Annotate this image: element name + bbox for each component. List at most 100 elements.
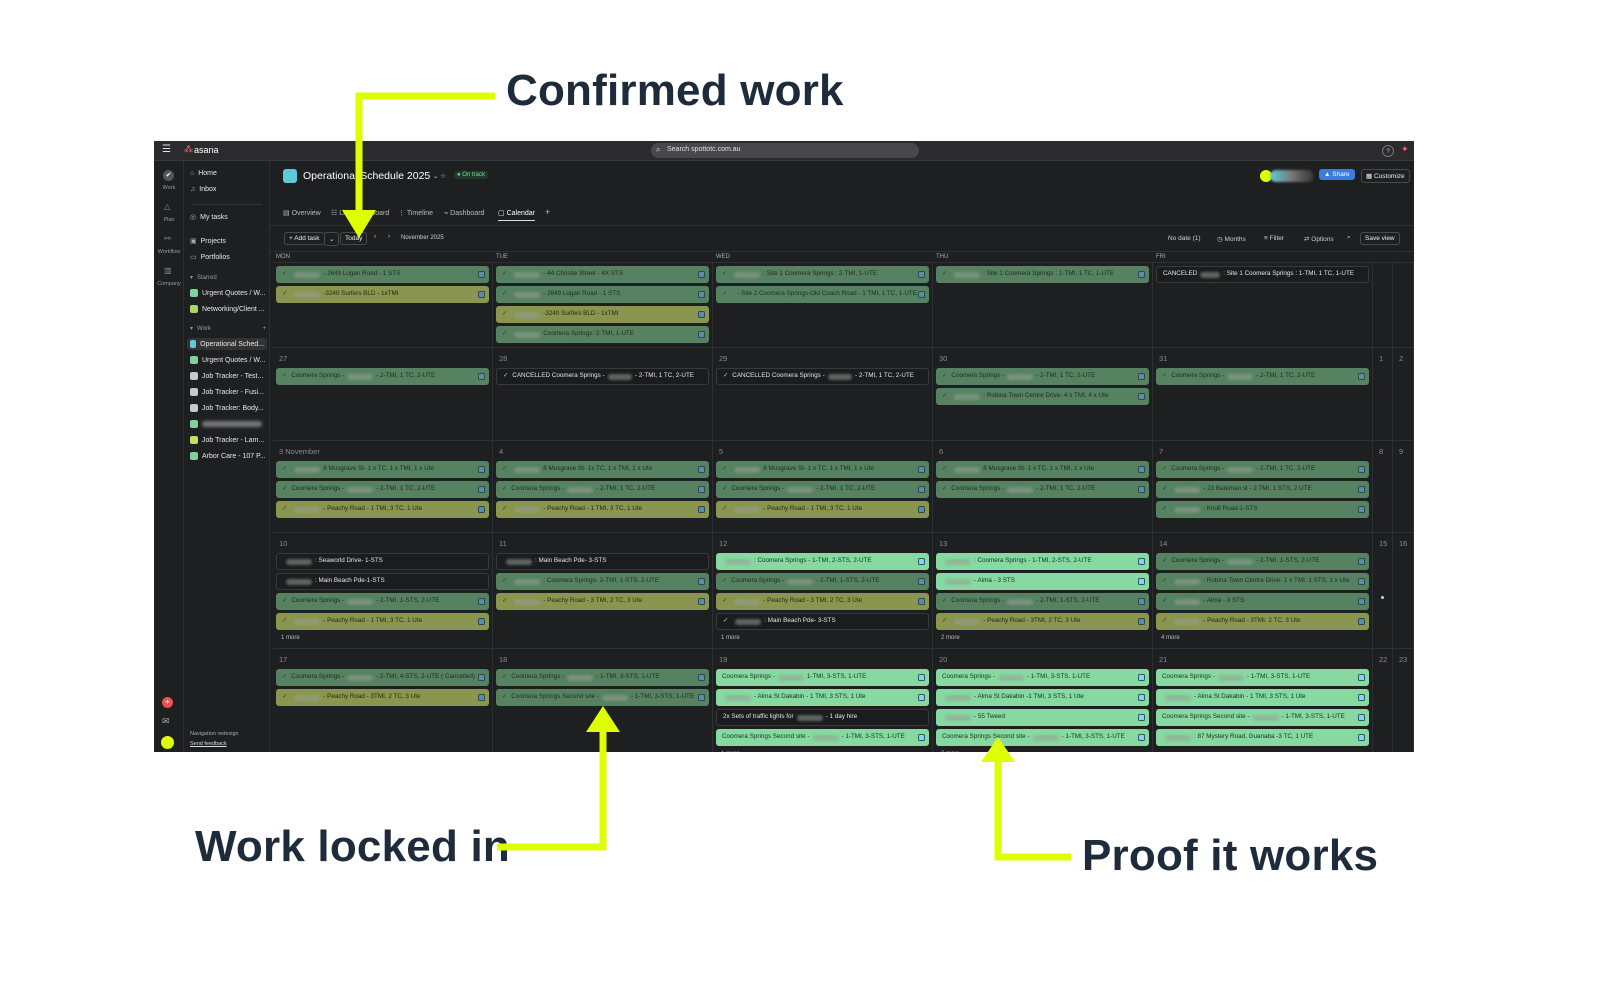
task-card[interactable]: ✓Coomera Springs -- 2-TMI, 1 TC, 2-UTE [936, 481, 1149, 498]
task-subtask-icon[interactable] [1138, 373, 1145, 380]
task-card[interactable]: ✓- Peachy Road - 3TMI, 2 TC, 3 Ute [936, 613, 1149, 630]
calendar-day-cell[interactable]: 14✓Coomera Springs -- 2-TMI, 1-STS, 2-UT… [1153, 533, 1373, 649]
calendar-day-cell[interactable]: 4✓8 Musgrave St- 1x TC, 1 x TMI, 1 x Ute… [493, 441, 713, 533]
task-card[interactable]: ✓- Alma - 3 STS [1156, 593, 1369, 610]
task-subtask-icon[interactable] [1358, 506, 1365, 513]
task-card[interactable]: 2x Sets of traffic lights for- 1 day hir… [716, 709, 929, 726]
filter-button[interactable]: ≡ Filter [1264, 235, 1285, 242]
calendar-day-cell[interactable]: 17✓Coomera Springs -- 2-TMI, 4-STS, 2-UT… [273, 649, 493, 752]
task-card[interactable]: : Main Beach Pde-1-STS [276, 573, 489, 590]
asana-logo[interactable]: asana [194, 145, 219, 155]
task-subtask-icon[interactable] [1358, 674, 1365, 681]
check-icon[interactable]: ✓ [942, 597, 948, 605]
check-icon[interactable]: ✓ [282, 290, 288, 298]
task-card[interactable]: - Alma St Dakabin - 1 TMI, 3 STS, 1 Ute [716, 689, 929, 706]
task-card[interactable]: Coomera Springs Second site -- 1-TMI, 3-… [716, 729, 929, 746]
task-subtask-icon[interactable] [698, 694, 705, 701]
add-tab-icon[interactable]: + [545, 207, 551, 217]
task-subtask-icon[interactable] [918, 598, 925, 605]
task-subtask-icon[interactable] [1138, 466, 1145, 473]
task-subtask-icon[interactable] [1358, 618, 1365, 625]
task-subtask-icon[interactable] [1358, 578, 1365, 585]
task-card[interactable]: ✓: Robina Town Centre Drive- 4 x TMI, 4 … [936, 388, 1149, 405]
sidebar-item-my-tasks[interactable]: ◎My tasks [190, 213, 228, 222]
task-subtask-icon[interactable] [478, 271, 485, 278]
task-card[interactable]: ✓- Site 2 Coomera Springs-Old Coach Road… [716, 286, 929, 303]
add-task-dropdown[interactable]: ⌄ [324, 232, 340, 246]
task-subtask-icon[interactable] [1138, 694, 1145, 701]
task-subtask-icon[interactable] [698, 486, 705, 493]
task-subtask-icon[interactable] [698, 598, 705, 605]
task-subtask-icon[interactable] [1138, 558, 1145, 565]
task-card[interactable]: - 55 Tweed [936, 709, 1149, 726]
task-subtask-icon[interactable] [1358, 558, 1365, 565]
check-icon[interactable]: ✓ [502, 673, 508, 681]
hamburger-menu-icon[interactable]: ☰ [162, 144, 171, 155]
calendar-day-cell[interactable] [1393, 262, 1414, 348]
calendar-day-cell[interactable]: 9 [1393, 441, 1414, 533]
check-icon[interactable]: ✓ [1162, 372, 1168, 380]
check-icon[interactable]: ✓ [502, 597, 508, 605]
calendar-day-cell[interactable]: 18✓Coomera Springs -- 1-TMI, 3-STS, 1-UT… [493, 649, 713, 752]
task-card[interactable]: ✓8 Musgrave St- 1x TC, 1 x TMI, 1 x Ute [496, 461, 709, 478]
add-project-icon[interactable]: + [262, 325, 266, 332]
check-icon[interactable]: ✓ [722, 505, 728, 513]
calendar-day-cell[interactable]: 2 [1393, 348, 1414, 441]
check-icon[interactable]: ✓ [502, 505, 508, 513]
task-card[interactable]: ✓CANCELLED Coomera Springs -- 2-TMI, 1 T… [716, 368, 929, 385]
task-subtask-icon[interactable] [918, 291, 925, 298]
check-icon[interactable]: ✓ [1162, 485, 1168, 493]
task-card[interactable]: Coomera Springs Second site -- 1-TMI, 3-… [1156, 709, 1369, 726]
task-card[interactable]: ✓Coomera Springs Second site -- 1-TMI, 3… [496, 689, 709, 706]
task-subtask-icon[interactable] [698, 271, 705, 278]
sidebar-item-portfolios[interactable]: ▭Portfolios [190, 253, 230, 262]
task-subtask-icon[interactable] [918, 734, 925, 741]
task-subtask-icon[interactable] [1138, 578, 1145, 585]
sidebar-project[interactable]: Job Tracker - Lam... [190, 436, 264, 444]
task-card[interactable]: ✓Coomera Springs -- 2-TMI, 1 TC, 2-UTE [276, 481, 489, 498]
collapse-icon[interactable]: ▾ [190, 275, 194, 281]
task-card[interactable]: ✓: Site 1 Coomera Springs : 1-TMI, 1 TC,… [936, 266, 1149, 283]
task-card[interactable]: : Main Beach Pde- 3-STS [496, 553, 709, 570]
task-subtask-icon[interactable] [478, 674, 485, 681]
task-card[interactable]: ✓Coomera Springs -- 2-TMI, 1 TC, 2-UTE [716, 481, 929, 498]
task-card[interactable]: ✓Coomera Springs -- 2-TMI, 1-STS, 2-UTE [276, 593, 489, 610]
calendar-day-cell[interactable]: 28✓CANCELLED Coomera Springs -- 2-TMI, 1… [493, 348, 713, 441]
task-subtask-icon[interactable] [918, 694, 925, 701]
create-plus-icon[interactable]: + [162, 697, 173, 708]
search-input[interactable]: ⌕Search spottotc.com.au [651, 143, 919, 158]
check-icon[interactable]: ✓ [282, 270, 288, 278]
calendar-day-cell[interactable]: 5✓8 Musgrave St- 1 x TC, 1 x TMI, 1 x Ut… [713, 441, 933, 533]
task-card[interactable]: ✓Coomera Springs -- 1-TMI, 3-STS, 1-UTE [496, 669, 709, 686]
check-icon[interactable]: ✓ [502, 290, 508, 298]
task-subtask-icon[interactable] [698, 506, 705, 513]
task-subtask-icon[interactable] [1358, 734, 1365, 741]
months-button[interactable]: ◷ Months [1217, 236, 1246, 243]
more-tasks-link[interactable]: 1 more [721, 751, 740, 752]
task-card[interactable]: ✓- Peachy Road - 1 TMI, 3 TC, 1 Ute [716, 501, 929, 518]
sidebar-project[interactable]: Job Tracker: Body... [190, 404, 264, 412]
calendar-day-cell[interactable]: ✓- 2649 Logan Road - 1 STS✓-3240 Surfers… [273, 262, 493, 348]
task-card[interactable]: : Coomera Springs - 1-TMI, 2-STS, 2-UTE [716, 553, 929, 570]
task-card[interactable]: ✓: Knoll Road-1-STS [1156, 501, 1369, 518]
check-icon[interactable]: ✓ [722, 465, 728, 473]
task-subtask-icon[interactable] [698, 674, 705, 681]
task-card[interactable]: ✓: Main Beach Pde- 3-STS [716, 613, 929, 630]
calendar-day-cell[interactable]: ✓- 44 Christie Street - 4X STS✓- 2649 Lo… [493, 262, 713, 348]
task-card[interactable]: ✓- 2649 Logan Road - 1 STS [496, 286, 709, 303]
task-card[interactable]: ✓Coomera Springs -- 2-TMI, 1 TC, 2-UTE [1156, 461, 1369, 478]
calendar-day-cell[interactable]: CANCELED: Site 1 Coomera Springs : 1-TMI… [1153, 262, 1373, 348]
check-icon[interactable]: ✓ [1162, 617, 1168, 625]
building-icon[interactable]: ▥ [164, 266, 172, 275]
task-subtask-icon[interactable] [478, 598, 485, 605]
add-task-button[interactable]: + Add task [284, 232, 325, 245]
calendar-day-cell[interactable]: 11: Main Beach Pde- 3-STS✓: Coomera Spri… [493, 533, 713, 649]
task-subtask-icon[interactable] [918, 558, 925, 565]
task-card[interactable]: ✓Coomera Springs -- 2-TMI, 1-STS, 2-UTE [936, 593, 1149, 610]
check-icon[interactable]: ✓ [502, 465, 508, 473]
more-tasks-link[interactable]: 2 more [941, 635, 960, 641]
check-icon[interactable]: ✓ [282, 505, 288, 513]
avatar[interactable] [1260, 170, 1272, 182]
task-card[interactable]: ✓8 Musgrave St- 1 x TC, 1 x TMI, 1 x Ute [276, 461, 489, 478]
calendar-day-cell[interactable]: 15 [1373, 533, 1393, 649]
